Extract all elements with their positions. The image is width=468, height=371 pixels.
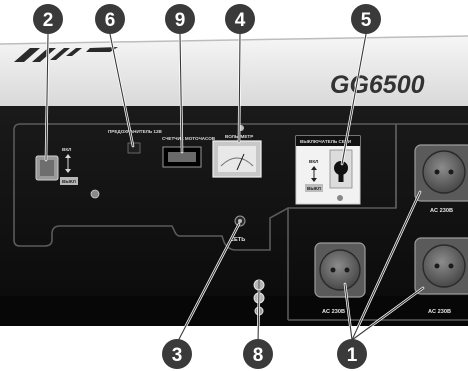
svg-text:4: 4 <box>235 10 246 31</box>
outlet-bottom-middle[interactable]: AC 230B <box>314 242 366 315</box>
leader-lines-core <box>45 33 424 344</box>
callout-8: 8 <box>243 339 273 369</box>
outlet-frame <box>287 123 468 321</box>
callout-9: 9 <box>165 4 195 34</box>
control-panel-frame <box>13 123 397 251</box>
svg-text:8: 8 <box>253 345 264 366</box>
callout-6: 6 <box>95 4 125 34</box>
ground-terminal[interactable] <box>234 215 246 227</box>
panel-screw <box>90 189 100 199</box>
callout-4: 4 <box>225 4 255 34</box>
svg-text:1: 1 <box>347 345 358 366</box>
hour-meter <box>162 146 202 168</box>
svg-text:5: 5 <box>361 10 372 31</box>
engine-switch-legend: ВКЛ ВЫКЛ <box>60 147 78 185</box>
housing-stripes <box>14 47 118 62</box>
breaker-screw <box>337 195 343 201</box>
breaker-on-label: ВКЛ <box>309 159 318 164</box>
breaker-off-label: ВЫКЛ <box>307 186 321 191</box>
svg-text:3: 3 <box>172 345 183 366</box>
circuit-breaker-switch[interactable] <box>329 149 353 189</box>
callout-2: 2 <box>33 4 63 34</box>
outlet-rating-1: AC 230B <box>430 208 453 214</box>
callout-3: 3 <box>162 339 192 369</box>
callout-1: 1 <box>337 339 367 369</box>
outlet-rating-2: AC 230B <box>322 309 345 315</box>
hour-meter-label: СЧЕТЧИК МОТОЧАСОВ <box>162 136 216 141</box>
outlet-top-right[interactable]: AC 230B <box>414 144 468 214</box>
engine-switch[interactable] <box>35 155 59 181</box>
generator-housing: GG6500 <box>0 35 468 108</box>
outlet-rating-3: AC 230B <box>428 309 451 315</box>
breaker-label: ВЫКЛЮЧАТЕЛЬ СЕТИ <box>300 139 351 144</box>
model-name: GG6500 <box>330 71 425 99</box>
outlet-bottom-right[interactable]: AC 230B <box>414 237 468 315</box>
svg-text:6: 6 <box>105 10 116 31</box>
fuse-label: ПРЕДОХРАНИТЕЛЬ 12В <box>108 129 163 134</box>
engine-switch-off-label: ВЫКЛ <box>62 179 76 184</box>
svg-text:9: 9 <box>175 10 186 31</box>
dc-fuse[interactable] <box>127 142 141 154</box>
engine-switch-on-label: ВКЛ <box>62 147 71 152</box>
voltmeter <box>212 140 262 178</box>
callout-5: 5 <box>351 4 381 34</box>
ground-label: СЕТЬ <box>230 237 245 243</box>
control-panel <box>0 106 468 326</box>
svg-text:2: 2 <box>43 10 54 31</box>
